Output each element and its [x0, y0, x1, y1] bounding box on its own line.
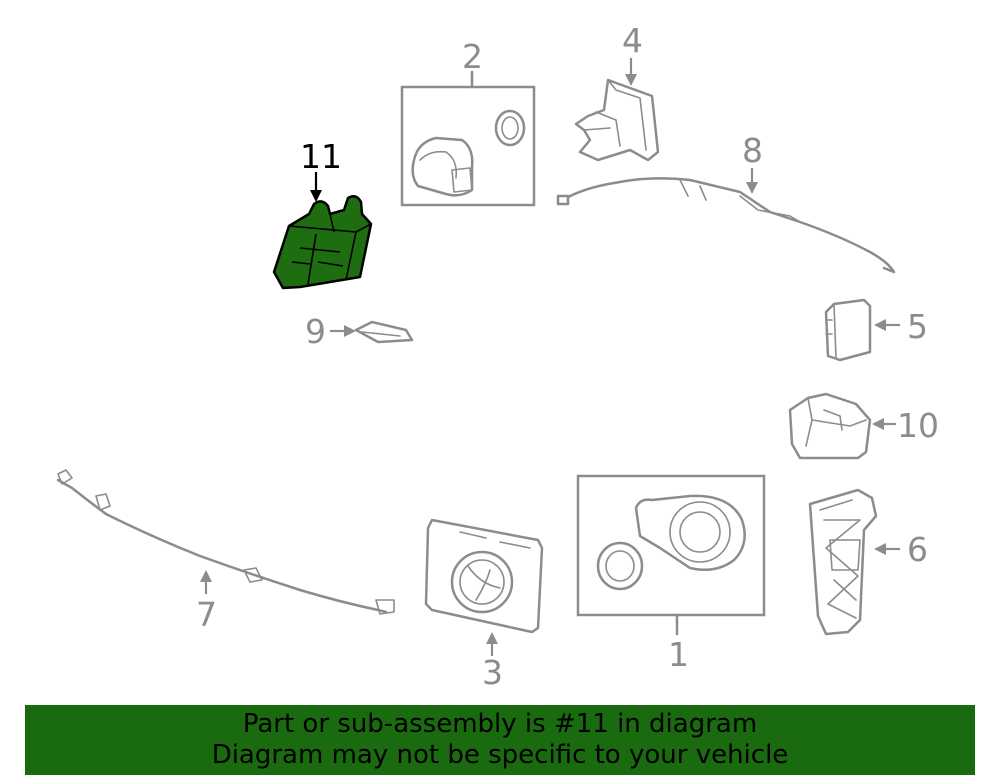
callout-10-label: 10: [897, 406, 939, 445]
callout-5-label: 5: [907, 307, 928, 346]
callout-1-label: 1: [668, 635, 689, 674]
callout-6-label: 6: [907, 530, 928, 569]
callout-7-label: 7: [196, 595, 217, 634]
part-4-bracket[interactable]: [574, 78, 660, 162]
part-1-sensor-kit[interactable]: [576, 474, 766, 617]
callout-8-label: 8: [742, 131, 763, 170]
callout-11-label: 11: [300, 137, 342, 176]
part-8-harness[interactable]: [556, 177, 896, 274]
callout-9-label: 9: [305, 312, 326, 351]
part-1-box: [576, 474, 766, 617]
part-10-housing[interactable]: [788, 392, 872, 460]
part-11-body: [272, 194, 373, 290]
banner-line-1: Part or sub-assembly is #11 in diagram: [242, 709, 758, 739]
part-2-sensor-kit[interactable]: [400, 85, 536, 207]
callout-2-label: 2: [462, 37, 483, 76]
part-2-box: [400, 85, 536, 207]
part-5-module[interactable]: [824, 298, 872, 362]
callout-4-label: 4: [622, 21, 643, 60]
part-9-clip[interactable]: [354, 320, 414, 344]
part-6-bracket[interactable]: [808, 488, 878, 636]
callout-3-label: 3: [482, 653, 503, 692]
parts-diagram: 11 2 4 8 9 5 10: [56, 21, 939, 692]
info-banner: Part or sub-assembly is #11 in diagram D…: [25, 705, 975, 775]
part-11-detail: [288, 213, 372, 285]
banner-line-2: Diagram may not be specific to your vehi…: [211, 740, 789, 770]
part-7-harness[interactable]: [56, 469, 395, 615]
part-11-module[interactable]: [272, 194, 373, 290]
part-3-bezel[interactable]: [424, 518, 544, 634]
